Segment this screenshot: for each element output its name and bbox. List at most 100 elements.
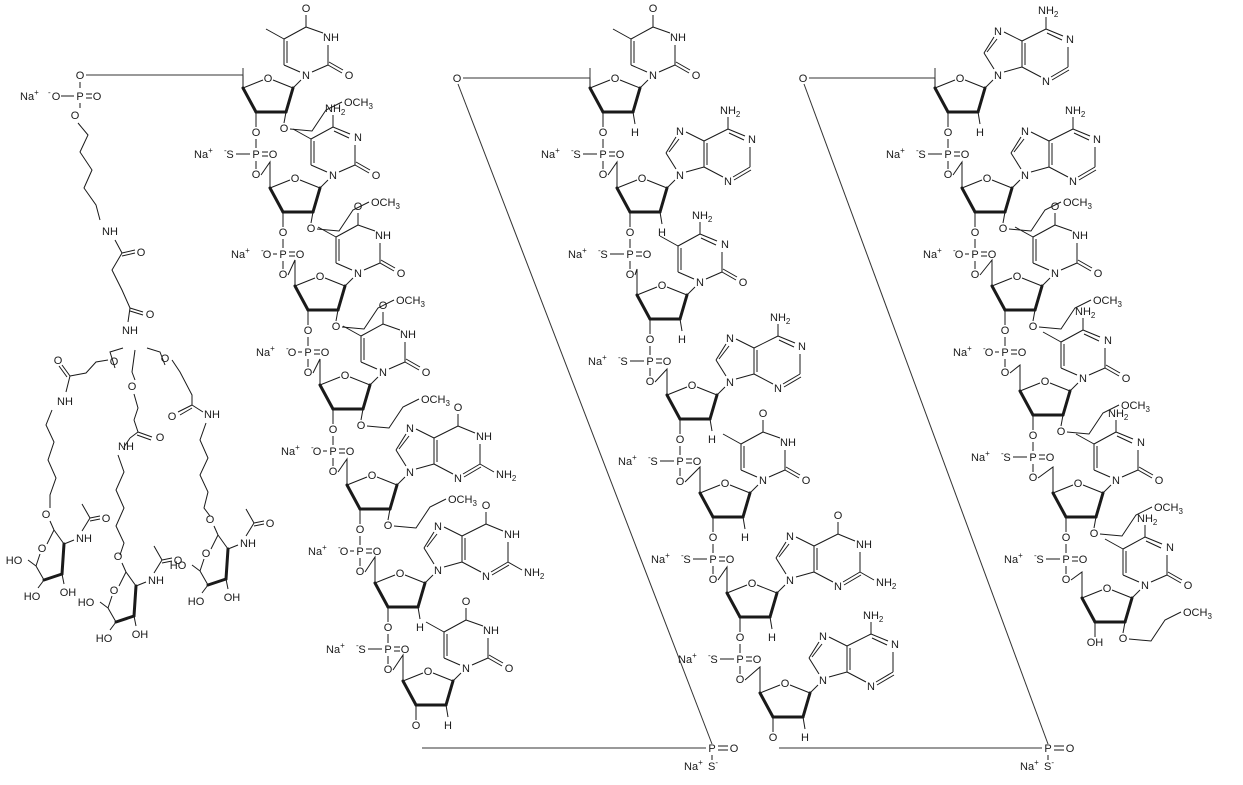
hydrogen-2prime: H [976, 127, 984, 139]
carbonyl-oxygen: O [302, 3, 311, 15]
thio-sulfur: S [600, 249, 607, 261]
bridge-oxygen: O [799, 73, 808, 85]
oxygen-5prime: O [944, 169, 953, 181]
imide-nh: NH [856, 539, 872, 551]
thio-sulfur: S [358, 644, 365, 656]
amide-oxygen: O [146, 309, 155, 321]
methoxyethyl-group: OCH3 [396, 295, 425, 309]
base-n9: N [786, 575, 794, 587]
carbonyl-oxygen: O [345, 70, 354, 82]
imide-nh: NH [400, 329, 416, 341]
carbonyl-oxygen: O [354, 201, 363, 213]
carbonyl-oxygen: O [649, 3, 658, 15]
carbonyl-oxygen: O [692, 70, 701, 82]
ring-oxygen: O [658, 280, 667, 292]
phosphoryl-oxygen: O [988, 249, 997, 261]
thio-sulfur: S- [1044, 758, 1054, 773]
phosphoryl-oxygen: O [321, 347, 330, 359]
ring-oxygen: O [748, 578, 757, 590]
carbonyl-oxygen: O [397, 268, 406, 280]
amide-nh: NH [122, 325, 138, 337]
bridge-phosphorus: P [1044, 743, 1051, 755]
ring-oxygen: O [611, 73, 620, 85]
anion-charge: - [618, 353, 621, 362]
carbonyl-oxygen: O [1094, 268, 1103, 280]
anion-charge: - [648, 453, 651, 462]
base-n7: N [1021, 126, 1029, 138]
ring-oxygen: O [721, 478, 730, 490]
carbonyl-oxygen: O [834, 510, 843, 522]
phosphoryl-oxygen: O [643, 249, 652, 261]
hydrogen-2prime: H [801, 732, 809, 744]
base-n1: N [798, 341, 806, 353]
base-n3: N [1104, 335, 1112, 347]
ring-oxygen: O [38, 543, 47, 555]
amino-group: NH2 [1038, 5, 1059, 19]
oxygen-3prime: O [709, 532, 718, 544]
amide-oxygen: O [137, 247, 146, 259]
methoxyethyl-group: OCH3 [1183, 607, 1212, 621]
oxygen-3prime: O [329, 424, 338, 436]
oxygen-5prime: O [1062, 574, 1071, 586]
amino-group: NH2 [876, 577, 897, 591]
thio-sulfur: S [650, 456, 657, 468]
oxygen-5prime: O [599, 169, 608, 181]
phosphoryl-oxygen: O [346, 446, 355, 458]
oxygen-3prime: O [384, 622, 393, 634]
acetyl-oxygen: O [266, 518, 275, 530]
acetyl-oxygen: O [174, 555, 183, 567]
phosphoryl-oxygen: O [753, 654, 762, 666]
oxygen-3prime: O [356, 524, 365, 536]
phosphoryl-oxygen: O [373, 546, 382, 558]
carbonyl-oxygen: O [1051, 201, 1060, 213]
base-n9: N [434, 565, 442, 577]
base-n1: N [759, 475, 767, 487]
phosphorus: P [356, 546, 363, 558]
ring-oxygen: O [110, 585, 119, 597]
phosphate-oxygen: O [288, 347, 297, 359]
sodium-counterion: Na+ [678, 651, 697, 666]
bridge-oxygen: O [453, 73, 462, 85]
hydroxyl-3: OH [224, 592, 241, 604]
sodium-counterion: Na+ [281, 443, 300, 458]
amino-group: NH2 [1065, 105, 1086, 119]
amino-group: NH2 [325, 103, 346, 117]
imide-nh: NH [670, 32, 686, 44]
phosphorus: P [252, 149, 259, 161]
phosphorus: P [304, 347, 311, 359]
oxygen-2prime: O [999, 223, 1008, 235]
carbonyl-oxygen: O [759, 408, 768, 420]
phosphorus: P [1001, 347, 1008, 359]
ring-oxygen: O [341, 370, 350, 382]
amino-group: NH2 [1075, 306, 1096, 320]
base-n7: N [786, 531, 794, 543]
oxygen-5prime: O [626, 269, 635, 281]
phosphoryl-oxygen: O [1079, 554, 1088, 566]
sodium-counterion: Na+ [1004, 551, 1023, 566]
hydrogen-2prime: H [741, 532, 749, 544]
sodium-counterion: Na+ [651, 551, 670, 566]
base-n1: N [891, 639, 899, 651]
carbonyl-oxygen: O [482, 500, 491, 512]
oxygen-3prime: O [944, 127, 953, 139]
conjugate-phosphorus: P [76, 91, 83, 103]
oxygen-2prime: O [307, 223, 316, 235]
base-n3: N [721, 239, 729, 251]
hydroxyl-3: OH [132, 629, 149, 641]
anion-charge: - [311, 443, 314, 452]
